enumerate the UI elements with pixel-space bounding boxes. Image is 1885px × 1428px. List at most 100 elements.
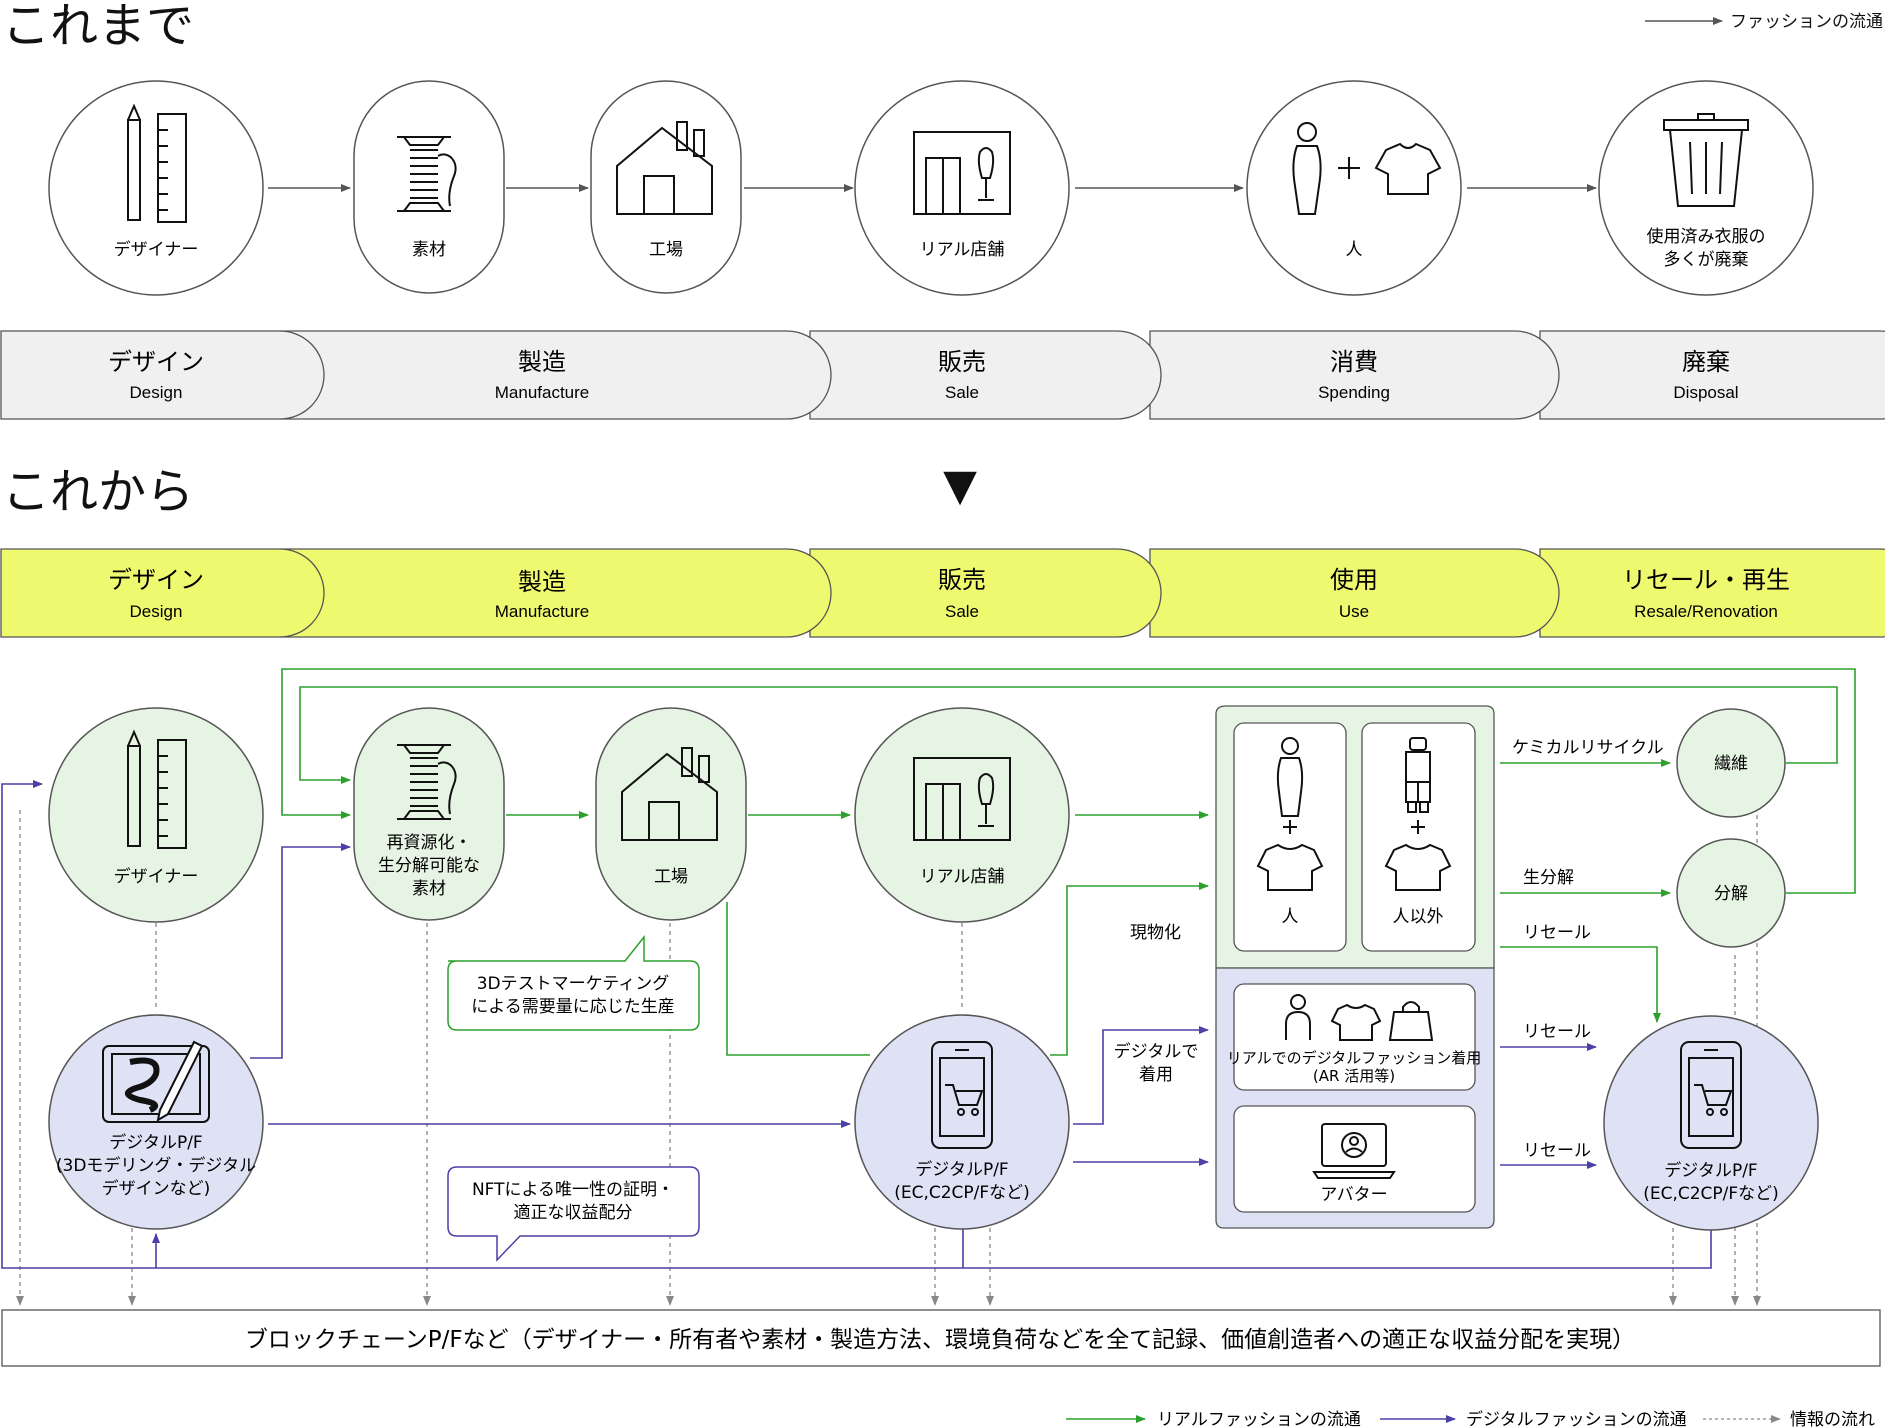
after-stage-resale-en: Resale/Renovation (1634, 602, 1778, 621)
after-label-digital-resale-1: デジタルP/F (1664, 1160, 1757, 1181)
after-stage-design-jp: デザイン (108, 566, 204, 594)
trash-can-icon (1663, 113, 1749, 207)
label-resale-avatar: リセール (1523, 1141, 1591, 1161)
legend-top: ファッションの流通 (1645, 12, 1883, 32)
after-label-store: リアル店舗 (920, 867, 1005, 887)
after-label-digital-sale-1: デジタルP/F (915, 1159, 1008, 1180)
callout-test-marketing: 3Dテストマーケティング による需要量に応じた生産 (447, 934, 700, 1031)
after-node-digital-design: デジタルP/F (3Dモデリング・デジタル デザインなど) (48, 1014, 264, 1230)
before-label-disposal-2: 多くが廃棄 (1664, 250, 1749, 270)
use-non-person-card: 人以外 (1361, 722, 1476, 952)
before-label-designer: デザイナー (114, 239, 199, 260)
after-label-material-3: 素材 (412, 879, 446, 899)
use-label-avatar: アバター (1320, 1185, 1387, 1205)
after-stage-sale-jp: 販売 (938, 566, 986, 594)
store-icon (913, 131, 1011, 215)
before-label-person: 人 (1346, 240, 1363, 260)
label-biodegrade: 生分解 (1523, 868, 1574, 888)
pencil-ruler-icon (127, 103, 187, 223)
before-stage-sale-en: Sale (945, 383, 979, 402)
tablet-pen-icon (102, 1040, 210, 1123)
after-stage-design-en: Design (130, 602, 183, 621)
use-label-non-person: 人以外 (1393, 907, 1444, 927)
person-icon (1292, 122, 1322, 215)
use-box: 人 人以外 (1215, 705, 1495, 1229)
plus-icon (1338, 157, 1360, 179)
label-resale-real: リセール (1523, 923, 1591, 943)
after-label-designer: デザイナー (114, 866, 199, 887)
laptop-avatar-icon (1312, 1123, 1396, 1179)
after-label-decompose: 分解 (1714, 884, 1748, 904)
label-chemical-recycle: ケミカルリサイクル (1512, 738, 1664, 758)
use-ar-card: リアルでのデジタルファッション着用 (AR 活用等) (1227, 983, 1482, 1091)
after-stage-resale-jp: リセール・再生 (1622, 566, 1790, 594)
label-wear-digital-2: 着用 (1139, 1065, 1173, 1085)
plus-icon (1411, 820, 1425, 834)
use-person-card: 人 (1233, 722, 1347, 952)
callout-nft-2: 適正な収益配分 (514, 1203, 633, 1223)
after-title: これから (2, 464, 194, 520)
person-icon (1285, 994, 1311, 1040)
before-stage-disposal-jp: 廃棄 (1682, 348, 1730, 376)
label-wear-digital-1: デジタルで (1114, 1041, 1199, 1062)
after-label-material-2: 生分解可能な (378, 856, 480, 876)
before-node-factory: 工場 (590, 80, 742, 294)
before-node-disposal: 使用済み衣服の 多くが廃棄 (1598, 80, 1814, 296)
legend-fashion-flow: ファッションの流通 (1730, 12, 1883, 32)
before-label-disposal-1: 使用済み衣服の (1647, 226, 1766, 247)
flow-labels: ケミカルリサイクル 生分解 リセール リセール リセール 現物化 デジタルで 着… (1114, 738, 1664, 1161)
callout-nft-1: NFTによる唯一性の証明・ (472, 1180, 674, 1200)
before-node-store: リアル店舗 (854, 80, 1070, 296)
use-label-ar-2: (AR 活用等) (1313, 1067, 1395, 1085)
digital-flow-lines (1, 780, 1712, 1269)
after-node-fiber: 繊維 (1676, 708, 1786, 818)
after-stage-use-jp: 使用 (1330, 566, 1378, 594)
smartphone-cart-icon (931, 1041, 993, 1149)
before-node-material: 素材 (353, 80, 505, 294)
after-node-digital-sale: デジタルP/F (EC,C2CP/Fなど) (854, 1014, 1070, 1230)
blockchain-text: ブロックチェーンP/Fなど（デザイナー・所有者や素材・製造方法、環境負荷などを全… (245, 1327, 1635, 1353)
use-avatar-card: アバター (1233, 1105, 1476, 1213)
after-label-fiber: 繊維 (1714, 754, 1748, 774)
label-materialize: 現物化 (1130, 923, 1181, 943)
before-stage-sale-jp: 販売 (938, 348, 986, 376)
after-stage-labels: デザイン Design 製造 Manufacture 販売 Sale 使用 Us… (108, 566, 1790, 621)
after-node-digital-resale: デジタルP/F (EC,C2CP/Fなど) (1603, 1015, 1819, 1231)
use-label-person: 人 (1282, 907, 1299, 927)
after-node-factory: 工場 (595, 707, 747, 921)
callout-nft: NFTによる唯一性の証明・ 適正な収益配分 (447, 1166, 700, 1262)
before-stage-design-jp: デザイン (108, 348, 204, 376)
before-label-store: リアル店舗 (920, 240, 1005, 260)
before-title: これまで (2, 0, 194, 54)
after-stage-manufacture-en: Manufacture (495, 602, 590, 621)
before-stage-spending-jp: 消費 (1330, 348, 1378, 376)
after-label-digital-sale-2: (EC,C2CP/Fなど) (894, 1183, 1030, 1203)
real-flow-lines (281, 668, 1856, 1056)
before-stage-labels: デザイン Design 製造 Manufacture 販売 Sale 消費 Sp… (108, 348, 1739, 402)
person-icon (1276, 737, 1304, 817)
mannequin-icon (977, 147, 995, 201)
after-label-digital-design-1: デジタルP/F (109, 1132, 202, 1153)
after-node-store: リアル店舗 (854, 707, 1070, 923)
shopping-bag-icon (1388, 1001, 1434, 1041)
before-node-designer: デザイナー (48, 80, 264, 296)
after-label-digital-design-3: デザインなど) (102, 1178, 211, 1199)
before-label-material: 素材 (412, 240, 446, 260)
after-stage-sale-en: Sale (945, 602, 979, 621)
callout-test-marketing-1: 3Dテストマーケティング (477, 974, 670, 994)
before-stage-disposal-en: Disposal (1673, 383, 1738, 402)
factory-icon (616, 121, 713, 215)
callout-test-marketing-2: による需要量に応じた生産 (471, 997, 675, 1017)
after-stage-use-en: Use (1339, 602, 1369, 621)
legend-bottom: リアルファッションの流通 デジタルファッションの流通 情報の流れ (1066, 1409, 1875, 1428)
plus-icon (1283, 820, 1297, 834)
after-label-material-1: 再資源化・ (387, 833, 472, 853)
tshirt-icon (1374, 142, 1442, 195)
use-label-ar-1: リアルでのデジタルファッション着用 (1227, 1049, 1482, 1067)
before-stage-design-en: Design (130, 383, 183, 402)
mannequin-icon (977, 773, 995, 827)
after-node-designer: デザイナー (48, 707, 264, 923)
store-icon (913, 757, 1011, 841)
after-node-material: 再資源化・ 生分解可能な 素材 (353, 707, 505, 921)
